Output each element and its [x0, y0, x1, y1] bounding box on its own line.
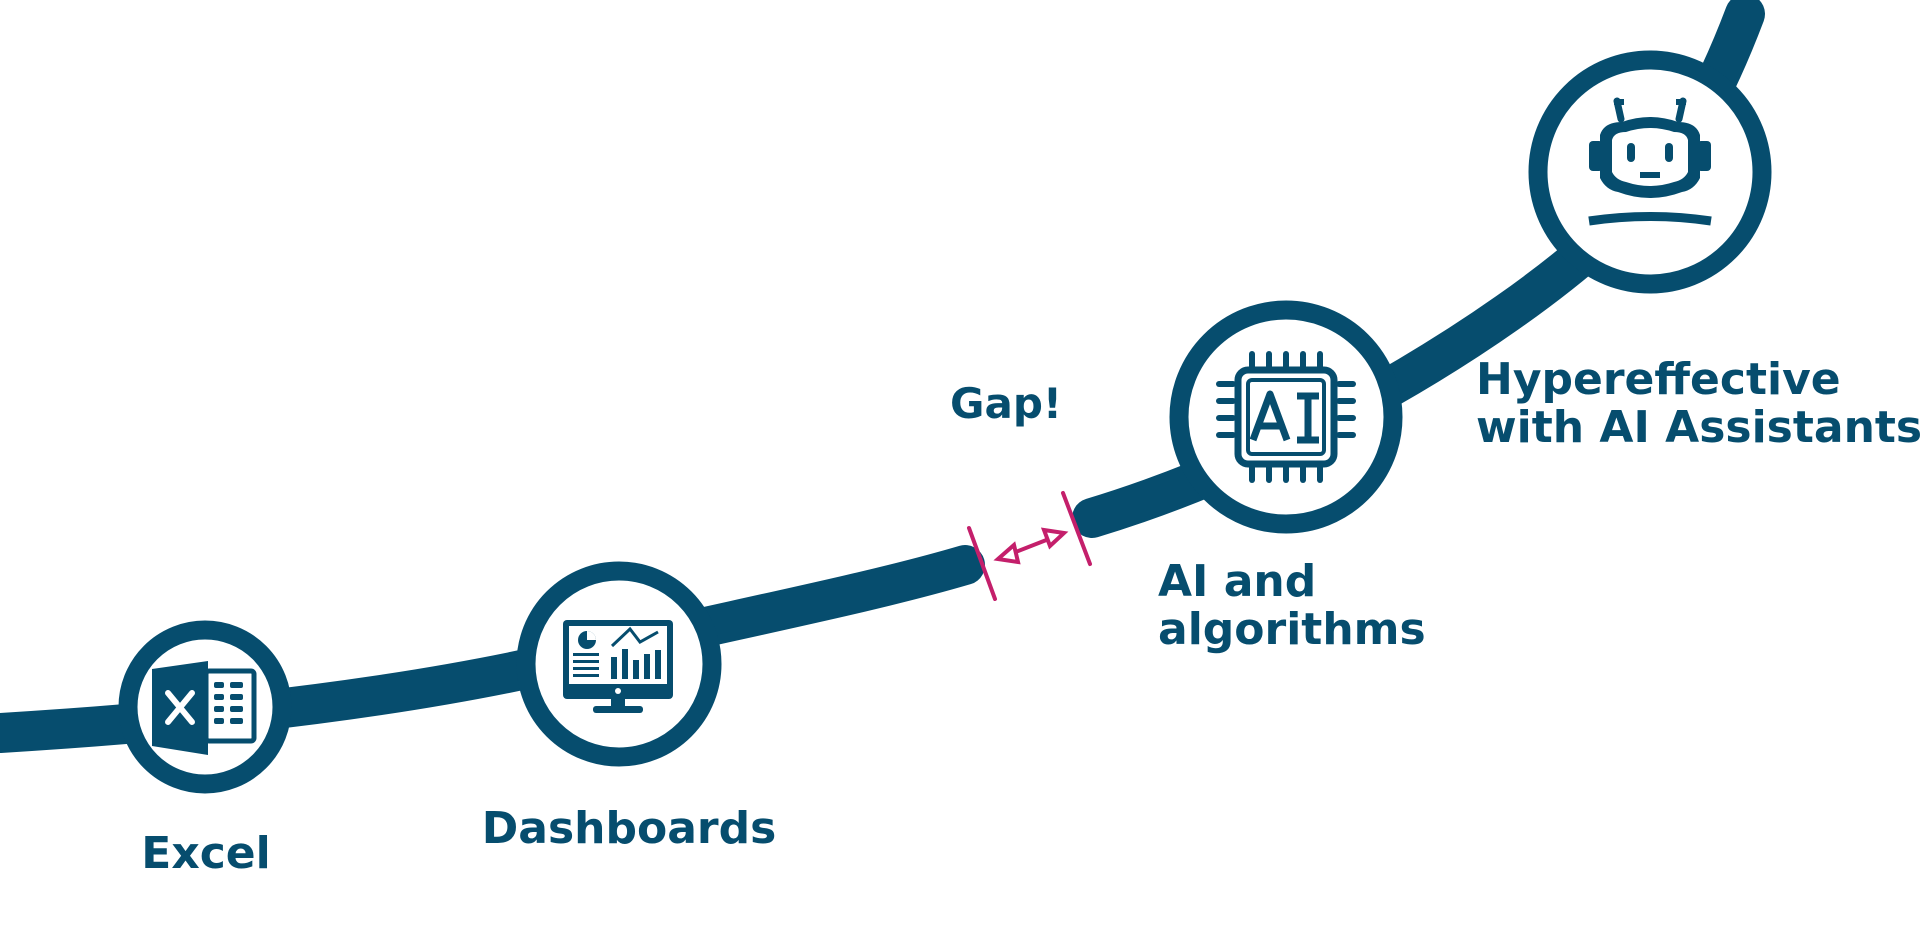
gap-arrowhead-left — [993, 541, 1021, 565]
stage-ai-assistants: Hypereffective with AI Assistants — [1476, 50, 1920, 453]
stage-label: Dashboards — [482, 803, 777, 854]
stage-label: Hypereffective with AI Assistants — [1476, 354, 1920, 453]
stage-label-line: Hypereffective — [1476, 354, 1841, 405]
stage-label-line: AI and — [1158, 556, 1316, 607]
ai-chip-icon — [1216, 351, 1356, 483]
dashboard-monitor-icon — [563, 620, 673, 713]
gap-arrowhead-right — [1040, 527, 1069, 550]
gap-label: Gap! — [950, 379, 1062, 428]
stage-label: AI and algorithms — [1158, 556, 1426, 655]
stage-label: Excel — [141, 828, 270, 879]
excel-icon — [152, 661, 257, 755]
stage-ai-algorithms: AI and algorithms — [1158, 300, 1426, 655]
stage-label-line: algorithms — [1158, 604, 1426, 655]
gap-tick-right — [1061, 491, 1092, 566]
stage-label-line: with AI Assistants — [1476, 402, 1920, 453]
stage-dashboards: Dashboards — [482, 561, 777, 854]
robot-assistant-icon — [1588, 97, 1712, 226]
gap-marker — [967, 491, 1092, 601]
stage-excel: Excel — [118, 620, 292, 879]
gap-tick-left — [967, 526, 997, 601]
